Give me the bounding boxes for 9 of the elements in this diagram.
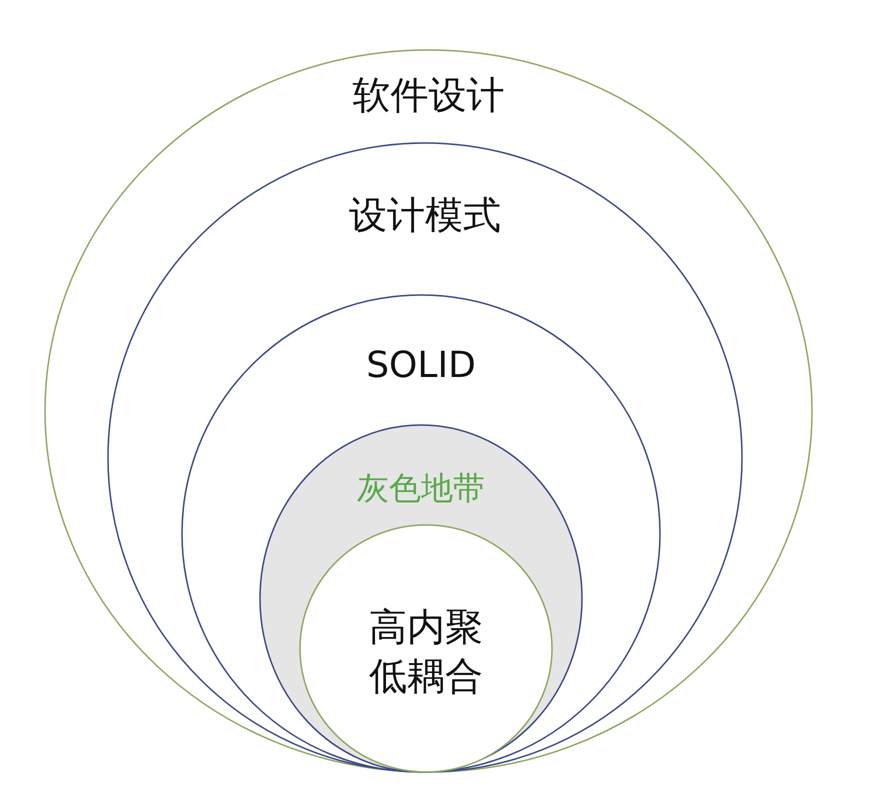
circle-shape (181, 294, 661, 773)
circle-label: 高内聚低耦合 (368, 604, 484, 700)
circle-label: 灰色地带 (356, 468, 486, 509)
circle-label: 设计模式 (348, 192, 502, 239)
circle-shape (299, 524, 553, 773)
circle-shape (44, 49, 813, 773)
circle-shape (107, 142, 743, 773)
circle-label: 软件设计 (352, 72, 506, 119)
circle-label: SOLID (365, 345, 477, 386)
